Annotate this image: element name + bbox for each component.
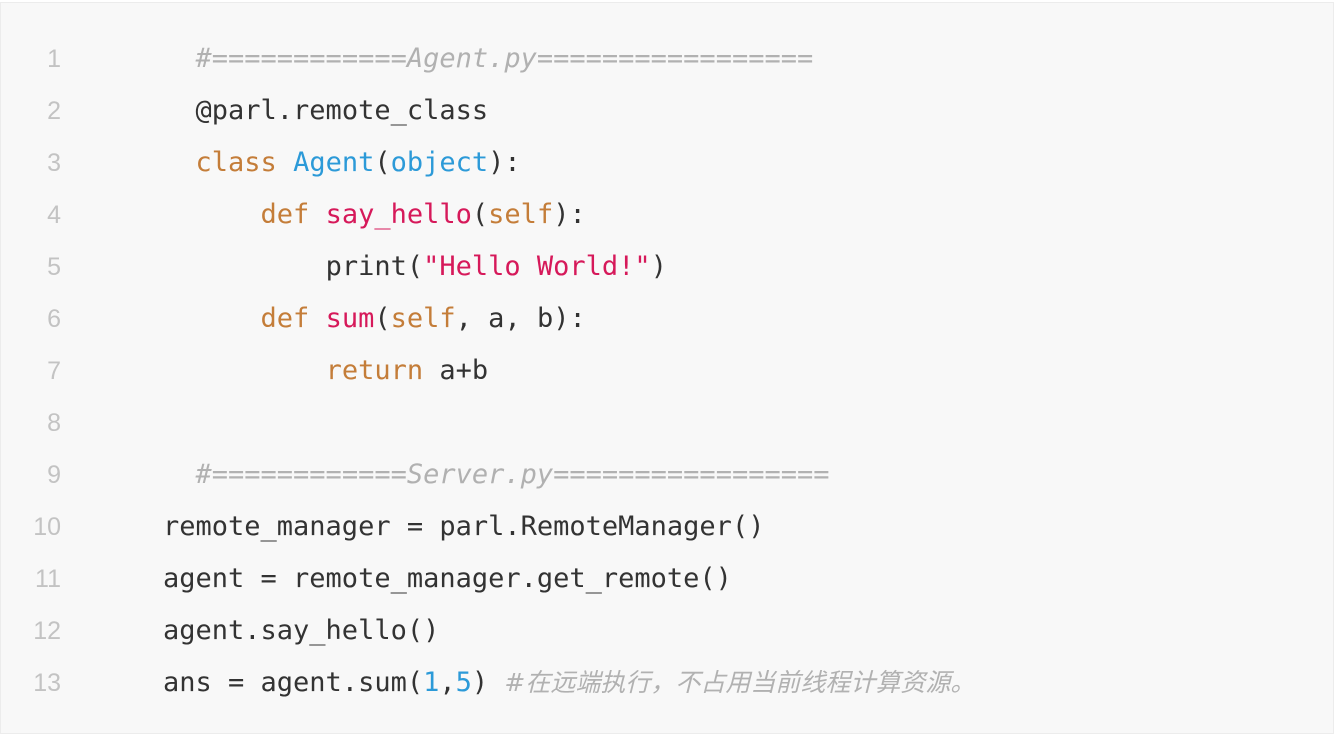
code-token-plain: ( xyxy=(374,147,391,178)
code-text: class Agent(object): xyxy=(163,137,521,189)
code-text: def sum(self, a, b): xyxy=(163,293,586,345)
code-token-plain: print( xyxy=(325,251,424,282)
code-text: #============Server.py================= xyxy=(163,449,830,501)
code-token-keyword: def xyxy=(260,303,310,334)
line-number: 1 xyxy=(47,45,61,73)
code-token-plain: ): xyxy=(553,199,586,230)
code-token-func: say_hello xyxy=(325,199,472,230)
code-token-plain: ( xyxy=(374,303,391,334)
code-token-comment: #============Server.py================= xyxy=(195,459,830,490)
code-line: 10 remote_manager = parl.RemoteManager() xyxy=(1,501,1331,553)
code-token-keyword: class xyxy=(195,147,277,178)
code-token-plain xyxy=(277,147,293,178)
code-token-plain: ) xyxy=(650,251,667,282)
code-token-plain: ): xyxy=(488,147,521,178)
code-token-number: 5 xyxy=(455,667,472,698)
code-token-plain: , xyxy=(439,667,456,698)
code-line: 2 @parl.remote_class xyxy=(1,85,1331,137)
line-number: 6 xyxy=(47,305,61,333)
code-line: 3 class Agent(object): xyxy=(1,137,1331,189)
code-text: def say_hello(self): xyxy=(163,189,586,241)
code-token-plain: , a, b): xyxy=(455,303,586,334)
line-number: 9 xyxy=(47,461,61,489)
code-line: 5 print("Hello World!") xyxy=(1,241,1331,293)
code-text: agent = remote_manager.get_remote() xyxy=(163,553,732,605)
code-line: 12 agent.say_hello() xyxy=(1,605,1331,657)
code-token-plain xyxy=(309,303,325,334)
code-text: return a+b xyxy=(163,345,489,397)
code-text: remote_manager = parl.RemoteManager() xyxy=(163,501,764,553)
code-line: 11 agent = remote_manager.get_remote() xyxy=(1,553,1331,605)
code-line: 4 def say_hello(self): xyxy=(1,189,1331,241)
line-number: 8 xyxy=(47,409,61,437)
code-token-keyword: return xyxy=(325,355,424,386)
line-number: 12 xyxy=(33,617,61,645)
code-token-string: "Hello World!" xyxy=(423,251,651,282)
line-number: 5 xyxy=(47,253,61,281)
line-number: 13 xyxy=(33,669,61,697)
line-number: 2 xyxy=(47,97,61,125)
code-text: print("Hello World!") xyxy=(163,241,667,293)
code-token-comment-cjk: #在远端执行，不占用当前线程计算资源。 xyxy=(504,668,976,697)
code-token-plain: agent.say_hello() xyxy=(163,615,440,646)
code-line: 7 return a+b xyxy=(1,345,1331,397)
code-line: 6 def sum(self, a, b): xyxy=(1,293,1331,345)
code-text: #============Agent.py================= xyxy=(163,33,814,85)
code-token-plain xyxy=(309,199,325,230)
line-number: 4 xyxy=(47,201,61,229)
code-token-keyword: self xyxy=(390,303,456,334)
code-line: 8 xyxy=(1,397,1331,449)
code-token-plain: ans = agent.sum( xyxy=(163,667,424,698)
line-number: 3 xyxy=(47,149,61,177)
code-token-plain: a+b xyxy=(423,355,489,386)
code-token-number: 1 xyxy=(423,667,440,698)
code-token-plain: agent = remote_manager.get_remote() xyxy=(163,563,732,594)
code-token-plain: ) xyxy=(471,667,505,698)
line-number: 7 xyxy=(47,357,61,385)
code-token-plain: remote_manager = parl.RemoteManager() xyxy=(163,511,765,542)
code-token-plain: @parl.remote_class xyxy=(195,95,489,126)
code-text: ans = agent.sum(1,5) #在远端执行，不占用当前线程计算资源。 xyxy=(163,657,975,709)
code-token-func: sum xyxy=(325,303,375,334)
code-token-builtin: object xyxy=(390,147,489,178)
code-text: @parl.remote_class xyxy=(163,85,489,137)
code-token-keyword: def xyxy=(260,199,310,230)
code-line: 9 #============Server.py================… xyxy=(1,449,1331,501)
code-token-plain: ( xyxy=(471,199,489,230)
code-token-keyword: self xyxy=(488,199,554,230)
code-token-class: Agent xyxy=(293,147,375,178)
code-text: agent.say_hello() xyxy=(163,605,439,657)
code-line: 1 #============Agent.py================= xyxy=(1,33,1331,85)
line-number: 10 xyxy=(33,513,61,541)
line-number: 11 xyxy=(35,565,61,593)
code-token-comment: #============Agent.py================= xyxy=(195,43,814,74)
code-line: 13 ans = agent.sum(1,5) #在远端执行，不占用当前线程计算资… xyxy=(1,657,1331,709)
